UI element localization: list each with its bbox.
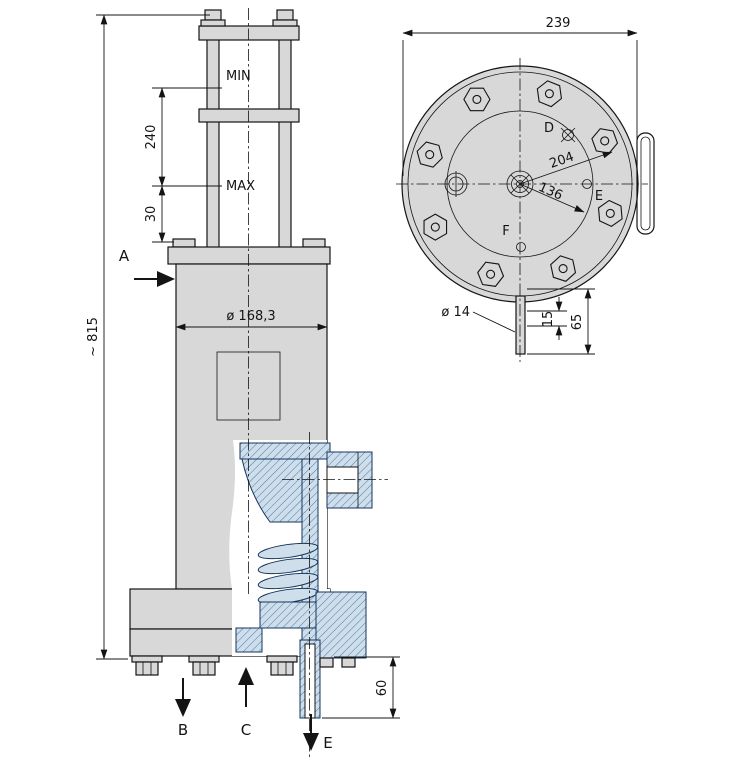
marker-a-label: A [119,247,130,265]
marker-e-label: E [323,734,332,752]
guide-rod-right [278,29,292,253]
min-label: MIN [226,69,251,84]
bonnet-flange [239,442,331,460]
marker-e-top-label: E [595,189,603,204]
side-view: MIN MAX [86,8,400,757]
dim-stroke-240: 240 [144,125,159,150]
radius-136-line [519,183,585,213]
handle-inner [640,136,651,231]
section-arrows: A B C E [119,247,333,752]
washer [188,655,220,663]
port-f-hole [516,242,526,252]
marker-f-label: F [502,224,509,239]
marker-c-label: C [241,721,251,739]
gland-bell [241,458,303,523]
top-dimensions: 239 ø 14 15 65 [402,16,638,355]
dim-pin-diameter: ø 14 [441,305,470,320]
flange-stud-left [172,238,196,248]
indicator-plate [198,108,300,123]
dim-15: 15 [541,311,556,328]
guide-rod-assembly: MIN MAX [198,9,300,253]
dim-body-diameter: ø 168,3 [226,309,275,324]
outlet-bolt-left [319,657,334,668]
top-flange [167,246,331,265]
top-bolt-right [276,9,294,21]
flange-stud-right [302,238,326,248]
arrow-e-head [303,733,319,751]
hex-nut [270,661,294,676]
top-plate [198,25,300,41]
marker-b-label: B [178,721,188,739]
locating-pin [515,295,526,355]
top-view: D E F 204 136 239 ø 14 [396,16,655,362]
marker-d-label: D [544,121,554,136]
side-port-bore [326,466,359,494]
top-washer-left [200,19,226,27]
spring-coil [257,542,319,560]
spring-coil [257,572,319,590]
hex-nut [192,661,216,676]
outlet-bolt-right [341,657,356,668]
cutaway-section [229,440,373,719]
port-d-hole [562,129,574,141]
max-label: MAX [226,179,255,194]
arrow-a-head [157,271,175,287]
washer [131,655,163,663]
outlet-flange [315,591,367,659]
arrow-c-head [238,667,254,685]
side-dimensions: ~ 815 240 30 ø 168,3 60 [86,14,400,719]
arrow-b-head [175,699,191,717]
dim-outer-diameter: 239 [546,16,571,31]
hex-nut [135,661,159,676]
radius-204-line [519,151,613,185]
handle-outer [636,132,655,235]
base-bolts [131,655,298,676]
drain-pipe-bore [304,643,316,719]
dim-65: 65 [570,314,585,331]
guide-rod-left [206,29,220,253]
washer [266,655,298,663]
dim-overall-height: ~ 815 [86,317,101,357]
port-d-cross [560,127,576,143]
dim-30: 30 [144,206,159,223]
centerlines [248,8,388,757]
top-washer-right [272,19,298,27]
dim-60: 60 [375,680,390,697]
stud-nut [235,627,263,653]
port-markers: D E F [502,121,603,252]
clamp-handle [636,132,655,235]
spring-coil [257,557,319,575]
top-view-centerlines [396,58,648,362]
leader-line [472,311,516,333]
